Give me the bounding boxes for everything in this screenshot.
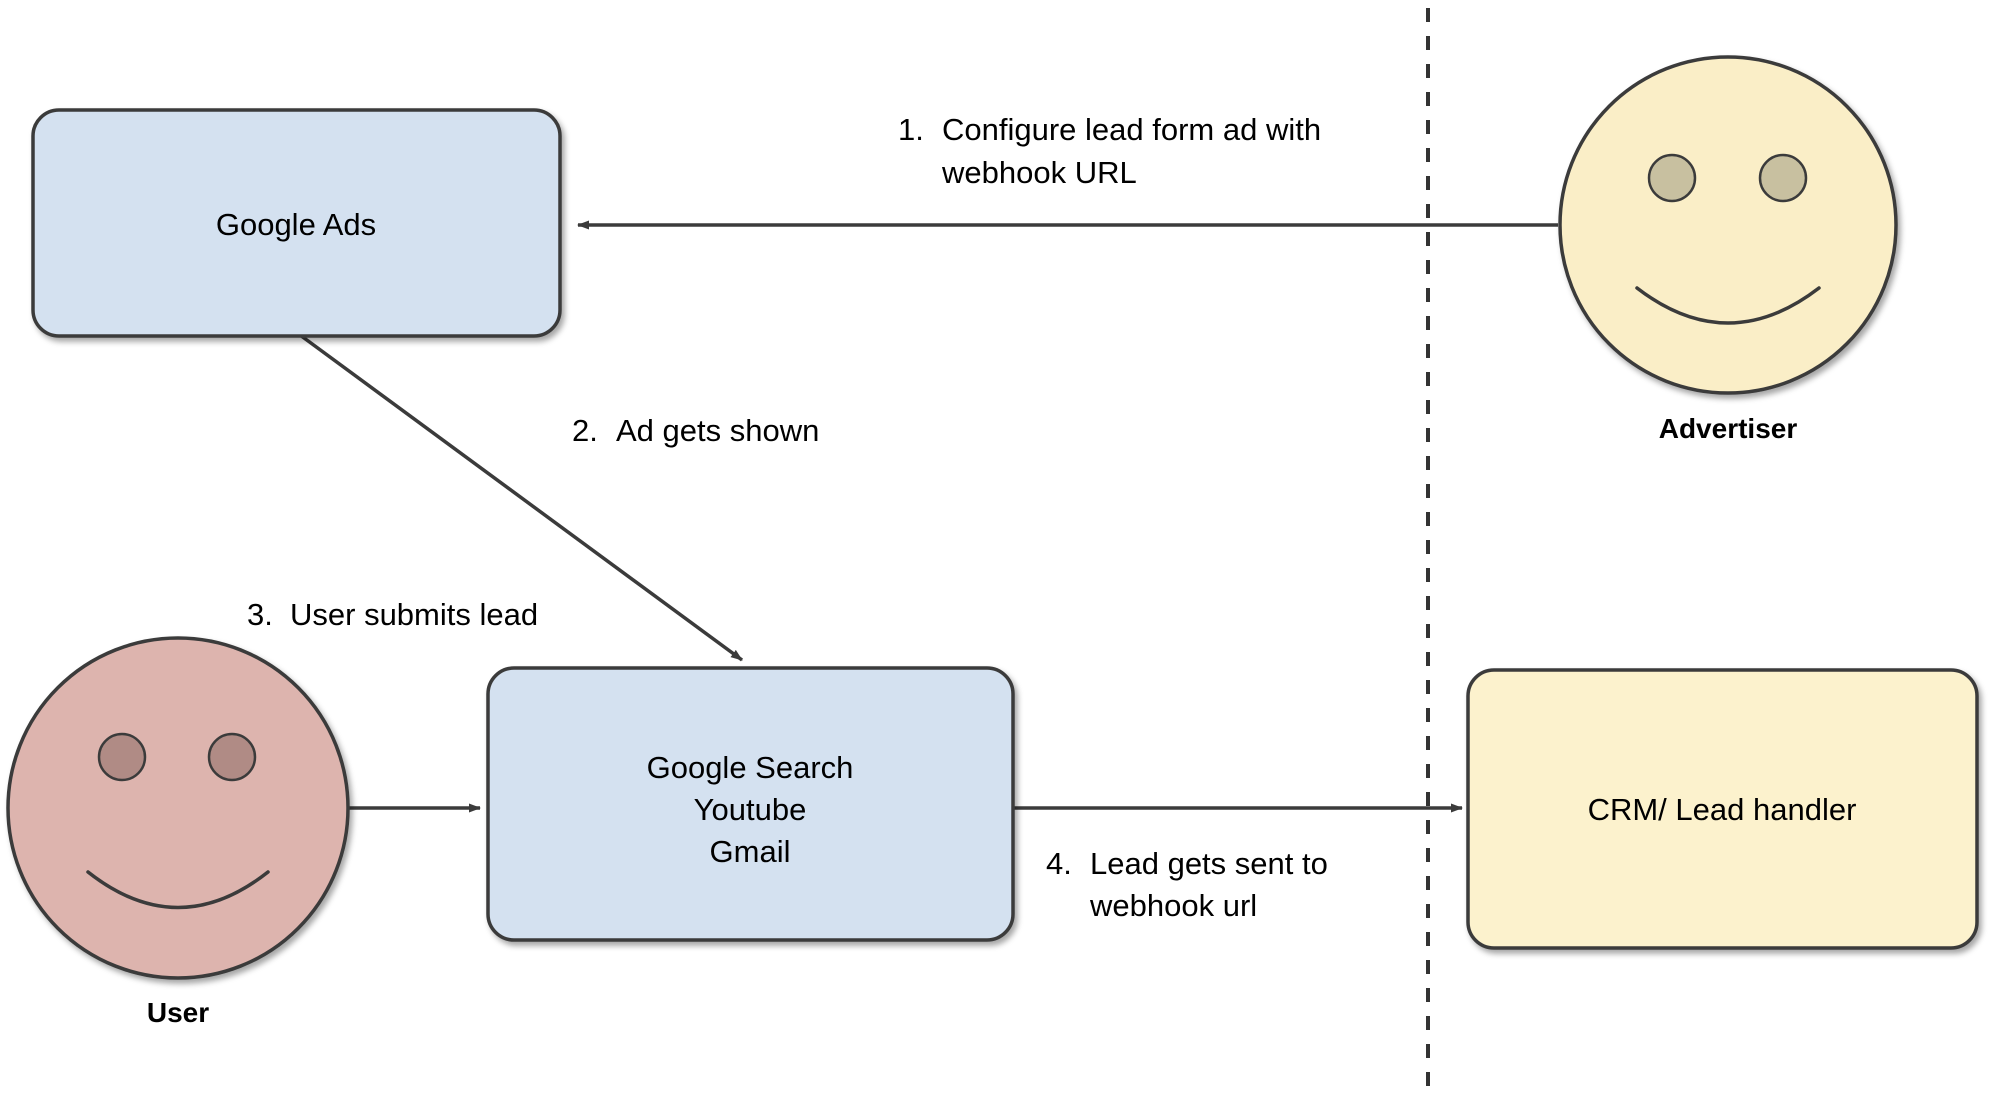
node-google-surfaces-label-line-2: Youtube	[694, 792, 807, 827]
user-face-icon	[6, 636, 350, 980]
user-left-eye-icon	[97, 732, 147, 782]
user-smile-icon	[86, 870, 270, 910]
node-google-ads-shape	[31, 108, 562, 338]
node-google-surfaces-label-line-3: Gmail	[710, 834, 791, 869]
actor-advertiser-caption: Advertiser	[1659, 413, 1798, 444]
node-crm-label: CRM/ Lead handler	[1588, 792, 1857, 827]
edge-4-label: 4. Lead gets sent to webhook url	[1046, 846, 1328, 923]
actor-advertiser[interactable]: Advertiser	[1558, 55, 1898, 444]
edge-1-label-line-2: webhook URL	[941, 155, 1137, 190]
edge-4-label-line-2: webhook url	[1089, 888, 1257, 923]
node-google-ads[interactable]: Google Ads	[31, 108, 562, 338]
edge-2-number: 2.	[572, 413, 598, 448]
node-google-surfaces[interactable]: Google Search Youtube Gmail	[486, 666, 1015, 942]
edge-3-label: 3. User submits lead	[247, 597, 538, 632]
advertiser-left-eye-icon	[1647, 153, 1697, 203]
node-google-surfaces-shape	[486, 666, 1015, 942]
advertiser-right-eye-icon	[1758, 153, 1808, 203]
edge-2-label: 2. Ad gets shown	[572, 413, 819, 448]
advertiser-smile-icon	[1635, 286, 1821, 325]
actor-user[interactable]: User	[6, 636, 350, 1028]
actor-user-caption: User	[147, 997, 209, 1028]
edge-1-label-line-1: Configure lead form ad with	[942, 112, 1321, 147]
node-google-surfaces-label-line-1: Google Search	[647, 750, 854, 785]
edge-2-label-line-1: Ad gets shown	[616, 413, 819, 448]
advertiser-face-icon	[1558, 55, 1898, 395]
edge-3-number: 3.	[247, 597, 273, 632]
edge-3-label-line-1: User submits lead	[290, 597, 538, 632]
node-crm-shape	[1466, 668, 1979, 950]
edge-2-line	[298, 333, 744, 662]
user-right-eye-icon	[207, 732, 257, 782]
edge-1-label: 1. Configure lead form ad with webhook U…	[898, 112, 1321, 190]
node-crm[interactable]: CRM/ Lead handler	[1466, 668, 1979, 950]
edge-4-number: 4.	[1046, 846, 1072, 881]
node-google-ads-label: Google Ads	[216, 207, 376, 242]
edge-4-label-line-1: Lead gets sent to	[1090, 846, 1328, 881]
edge-1-number: 1.	[898, 112, 924, 147]
